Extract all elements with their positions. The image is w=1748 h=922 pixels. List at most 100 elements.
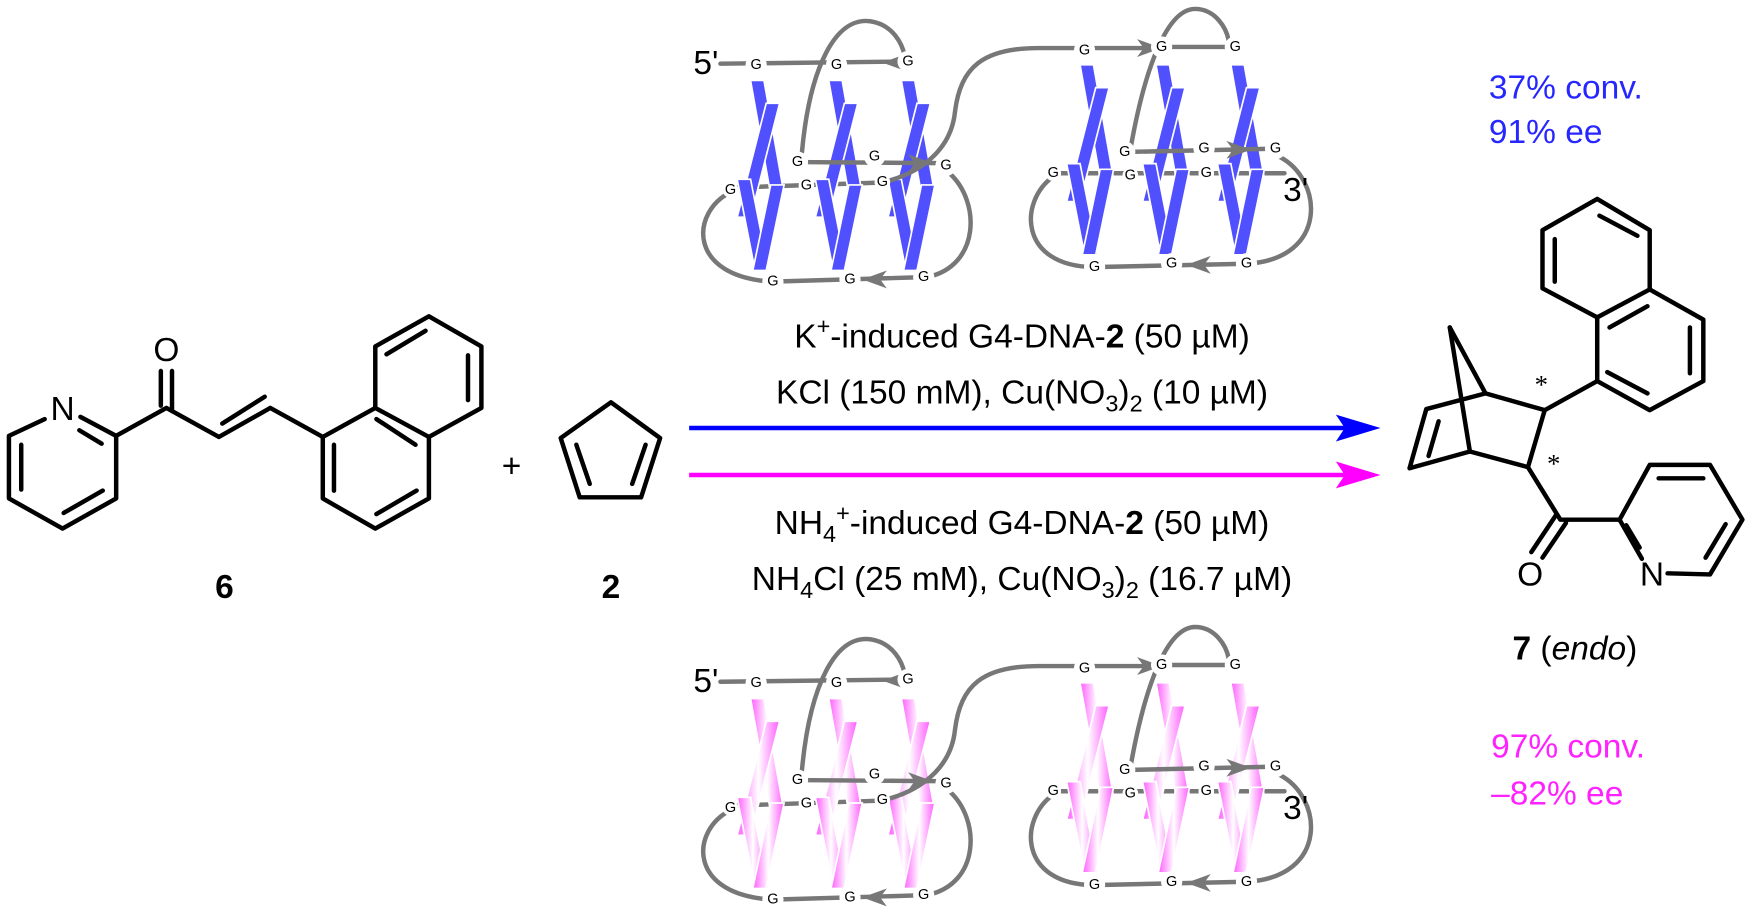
stereocenter-mark-2: * bbox=[1547, 449, 1560, 479]
label-paren-close: ) bbox=[1626, 630, 1637, 667]
guanine-base-marker bbox=[1150, 36, 1173, 58]
guanine-base-marker bbox=[1161, 871, 1183, 893]
text-segment: (50 µM) bbox=[1144, 505, 1269, 542]
text-segment: NH bbox=[775, 505, 823, 542]
guanine-label: G bbox=[1166, 874, 1177, 890]
guanine-base-marker bbox=[839, 268, 861, 291]
text-segment: Cl (25 mM), Cu(NO bbox=[813, 561, 1101, 598]
guanine-base-marker bbox=[1083, 256, 1106, 278]
guanine-label: G bbox=[902, 53, 913, 69]
text-segment: 2 bbox=[1130, 390, 1143, 416]
guanine-label: G bbox=[918, 887, 929, 903]
strand-arrowhead bbox=[1137, 657, 1162, 676]
strand-arrowhead bbox=[1186, 255, 1211, 274]
compound-7-structure: O N * * bbox=[1407, 196, 1745, 594]
guanine-base-marker bbox=[874, 792, 891, 809]
strand-arrowhead bbox=[1226, 140, 1251, 159]
guanine-label: G bbox=[1048, 165, 1059, 181]
plus-sign: + bbox=[502, 448, 522, 485]
guanine-label: G bbox=[877, 174, 888, 190]
dna-strand bbox=[799, 18, 907, 155]
guanine-base-marker bbox=[1198, 783, 1215, 800]
guanine-base-marker bbox=[798, 177, 815, 194]
guanine-label: G bbox=[940, 775, 951, 791]
k-condition-line1: K+-induced G4-DNA-2 (50 µM) bbox=[794, 313, 1250, 355]
guanine-label: G bbox=[767, 892, 778, 908]
compound-7-number: 7 bbox=[1512, 630, 1531, 667]
guanine-label: G bbox=[1166, 256, 1177, 272]
guanine-label: G bbox=[725, 182, 736, 198]
guanine-base-marker bbox=[1073, 657, 1096, 679]
strand-arrowhead bbox=[908, 154, 933, 173]
text-segment: ) bbox=[1115, 561, 1126, 598]
guanine-base-marker bbox=[722, 182, 739, 198]
guanine-label: G bbox=[1079, 660, 1090, 676]
guanine-base-marker bbox=[1235, 871, 1258, 893]
compound-6-label: 6 bbox=[215, 569, 234, 606]
guanine-base-marker bbox=[913, 884, 935, 906]
dna-strand bbox=[701, 808, 776, 902]
guanine-base-marker bbox=[1122, 785, 1139, 802]
product-atom-O: O bbox=[1517, 557, 1543, 594]
nh4-conversion: 97% conv. bbox=[1491, 729, 1645, 766]
guanine-base-marker bbox=[1161, 253, 1183, 275]
guanine-label: G bbox=[1048, 783, 1059, 799]
nh4-reaction-arrow bbox=[689, 461, 1381, 489]
text-segment: + bbox=[836, 500, 850, 526]
guanine-label: G bbox=[869, 766, 880, 782]
dna-strand bbox=[1244, 772, 1314, 885]
guanine-label: G bbox=[1079, 42, 1090, 58]
guanine-base-marker bbox=[863, 145, 886, 168]
strand-arrowhead bbox=[1186, 873, 1211, 892]
guanine-label: G bbox=[751, 675, 762, 691]
guanine-base-marker bbox=[897, 668, 919, 691]
compound-6-structure: N O bbox=[6, 314, 484, 531]
guanine-base-marker bbox=[1150, 654, 1173, 676]
guanine-base-marker bbox=[1198, 165, 1215, 182]
k-conversion: 37% conv. bbox=[1489, 69, 1643, 106]
dna-strand bbox=[885, 45, 1164, 184]
text-segment: KCl (150 mM), Cu(NO bbox=[776, 374, 1105, 411]
dna-strand bbox=[924, 170, 973, 280]
label-paren-open: ( bbox=[1531, 630, 1551, 667]
guanine-base-marker bbox=[762, 271, 784, 293]
guanine-label: G bbox=[1230, 39, 1241, 55]
five-prime-label: 5' bbox=[693, 45, 718, 82]
guanine-label: G bbox=[1241, 256, 1252, 272]
guanine-label: G bbox=[1270, 141, 1281, 157]
nh4-condition-line1: NH4+-induced G4-DNA-2 (50 µM) bbox=[775, 500, 1270, 547]
text-segment: -induced G4-DNA- bbox=[830, 319, 1105, 356]
guanine-label: G bbox=[844, 271, 855, 287]
text-segment: 2 bbox=[1126, 577, 1139, 603]
dna-strand bbox=[1128, 624, 1231, 771]
text-segment: 3 bbox=[1105, 390, 1118, 416]
guanine-label: G bbox=[831, 675, 842, 691]
dna-strand bbox=[924, 789, 973, 898]
guanine-base-marker bbox=[1264, 138, 1287, 160]
g-tetrad-block bbox=[1081, 786, 1115, 874]
guanine-label: G bbox=[877, 792, 888, 808]
guanine-label: G bbox=[1198, 141, 1209, 157]
guanine-label: G bbox=[725, 800, 736, 816]
text-segment: 4 bbox=[823, 521, 836, 547]
strand-arrowhead bbox=[1226, 758, 1251, 777]
guanine-base-marker bbox=[745, 672, 767, 694]
guanine-base-marker bbox=[1073, 39, 1096, 61]
k-ee: 91% ee bbox=[1489, 114, 1603, 151]
dna-strand bbox=[799, 636, 907, 773]
guanine-base-marker bbox=[1114, 759, 1136, 781]
dna-strand bbox=[1244, 154, 1314, 266]
five-prime-label: 5' bbox=[693, 663, 718, 700]
guanine-base-marker bbox=[1193, 138, 1215, 160]
stereocenter-mark-1: * bbox=[1535, 369, 1548, 399]
guanine-label: G bbox=[751, 57, 762, 73]
guanine-base-marker bbox=[1045, 165, 1062, 182]
guanine-base-marker bbox=[839, 886, 861, 909]
g-tetrad-block bbox=[1081, 168, 1115, 256]
text-segment: 4 bbox=[800, 577, 813, 603]
strand-arrowhead bbox=[862, 270, 887, 289]
guanine-base-marker bbox=[798, 795, 815, 812]
guanine-label: G bbox=[1270, 759, 1281, 775]
